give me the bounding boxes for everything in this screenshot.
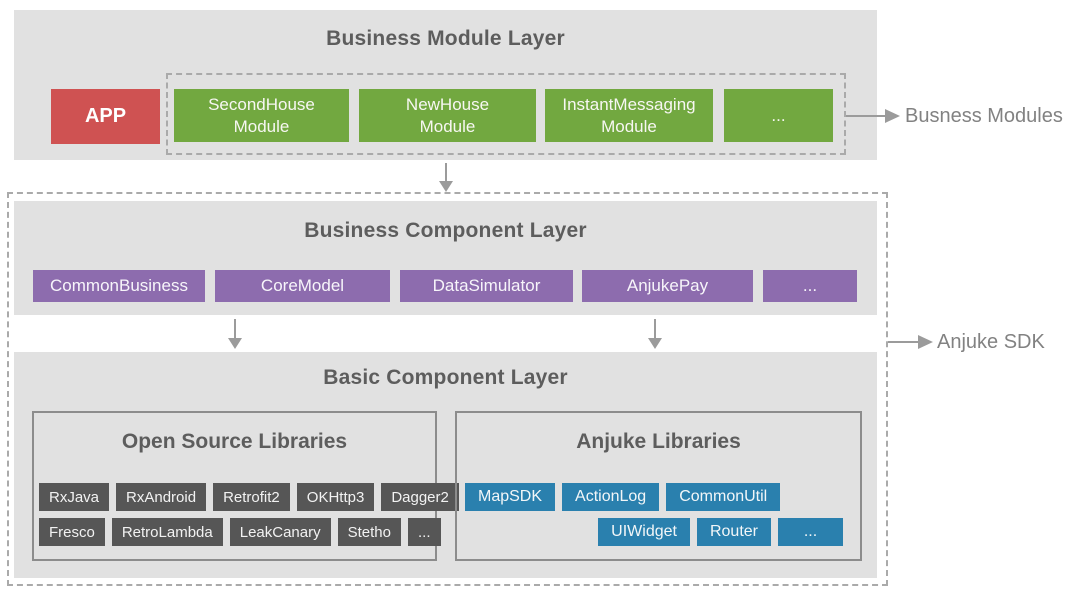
open-source-row-2: Fresco RetroLambda LeakCanary Stetho ...: [39, 518, 441, 546]
library-chip-uiwidget: UIWidget: [598, 518, 690, 546]
library-chip-more: ...: [408, 518, 441, 546]
anjuke-sdk-label: Anjuke SDK: [937, 331, 1045, 353]
module-box-more: ...: [724, 89, 833, 142]
arrow-right-icon: [918, 335, 933, 349]
module-box-secondhouse: SecondHouse Module: [174, 89, 349, 142]
library-chip-okhttp3: OKHttp3: [296, 483, 375, 511]
library-chip-fresco: Fresco: [39, 518, 105, 546]
library-chip-rxandroid: RxAndroid: [116, 483, 207, 511]
basic-component-layer-title: Basic Component Layer: [323, 366, 568, 389]
arrow-right-icon: [885, 109, 900, 123]
library-chip-router: Router: [696, 518, 771, 546]
app-box: APP: [51, 89, 160, 144]
library-chip-commonutil: CommonUtil: [666, 483, 781, 511]
library-chip-rxjava: RxJava: [39, 483, 110, 511]
component-box-datasimulator: DataSimulator: [400, 270, 573, 302]
arrow-down-icon: [439, 181, 453, 192]
library-chip-stetho: Stetho: [337, 518, 401, 546]
open-source-row-1: RxJava RxAndroid Retrofit2 OKHttp3 Dagge…: [39, 483, 459, 511]
library-chip-mapsdk: MapSDK: [465, 483, 556, 511]
business-modules-group: [166, 73, 846, 155]
flow-arrow-left-line: [234, 319, 236, 339]
component-box-commonbusiness: CommonBusiness: [33, 270, 205, 302]
module-box-newhouse: NewHouse Module: [359, 89, 536, 142]
arrow-down-icon: [228, 338, 242, 349]
business-modules-label: Busness Modules: [905, 105, 1063, 127]
app-label: APP: [84, 105, 127, 127]
library-chip-retrofit2: Retrofit2: [213, 483, 290, 511]
library-chip-leakcanary: LeakCanary: [229, 518, 331, 546]
anjuke-row-1: MapSDK ActionLog CommonUtil: [465, 483, 781, 511]
library-chip-retrolambda: RetroLambda: [111, 518, 223, 546]
business-module-layer-title: Business Module Layer: [326, 27, 565, 50]
component-box-coremodel: CoreModel: [215, 270, 390, 302]
flow-arrow-right-line: [654, 319, 656, 339]
open-source-libraries-title: Open Source Libraries: [121, 430, 348, 453]
anjuke-sdk-group: [7, 192, 888, 586]
component-box-more: ...: [763, 270, 857, 302]
library-chip-more: ...: [778, 518, 843, 546]
library-chip-actionlog: ActionLog: [562, 483, 660, 511]
anjuke-libraries-title: Anjuke Libraries: [576, 430, 741, 453]
flow-arrow-top-line: [445, 163, 447, 182]
anjuke-libraries-box: [455, 411, 862, 561]
module-box-instantmessaging: InstantMessaging Module: [545, 89, 713, 142]
anjuke-sdk-arrow-line: [888, 341, 918, 343]
business-component-layer-title: Business Component Layer: [304, 219, 587, 242]
anjuke-row-2: UIWidget Router ...: [598, 518, 843, 546]
arrow-down-icon: [648, 338, 662, 349]
library-chip-dagger2: Dagger2: [381, 483, 459, 511]
component-box-anjukepay: AnjukePay: [582, 270, 753, 302]
business-modules-arrow-line: [846, 115, 885, 117]
